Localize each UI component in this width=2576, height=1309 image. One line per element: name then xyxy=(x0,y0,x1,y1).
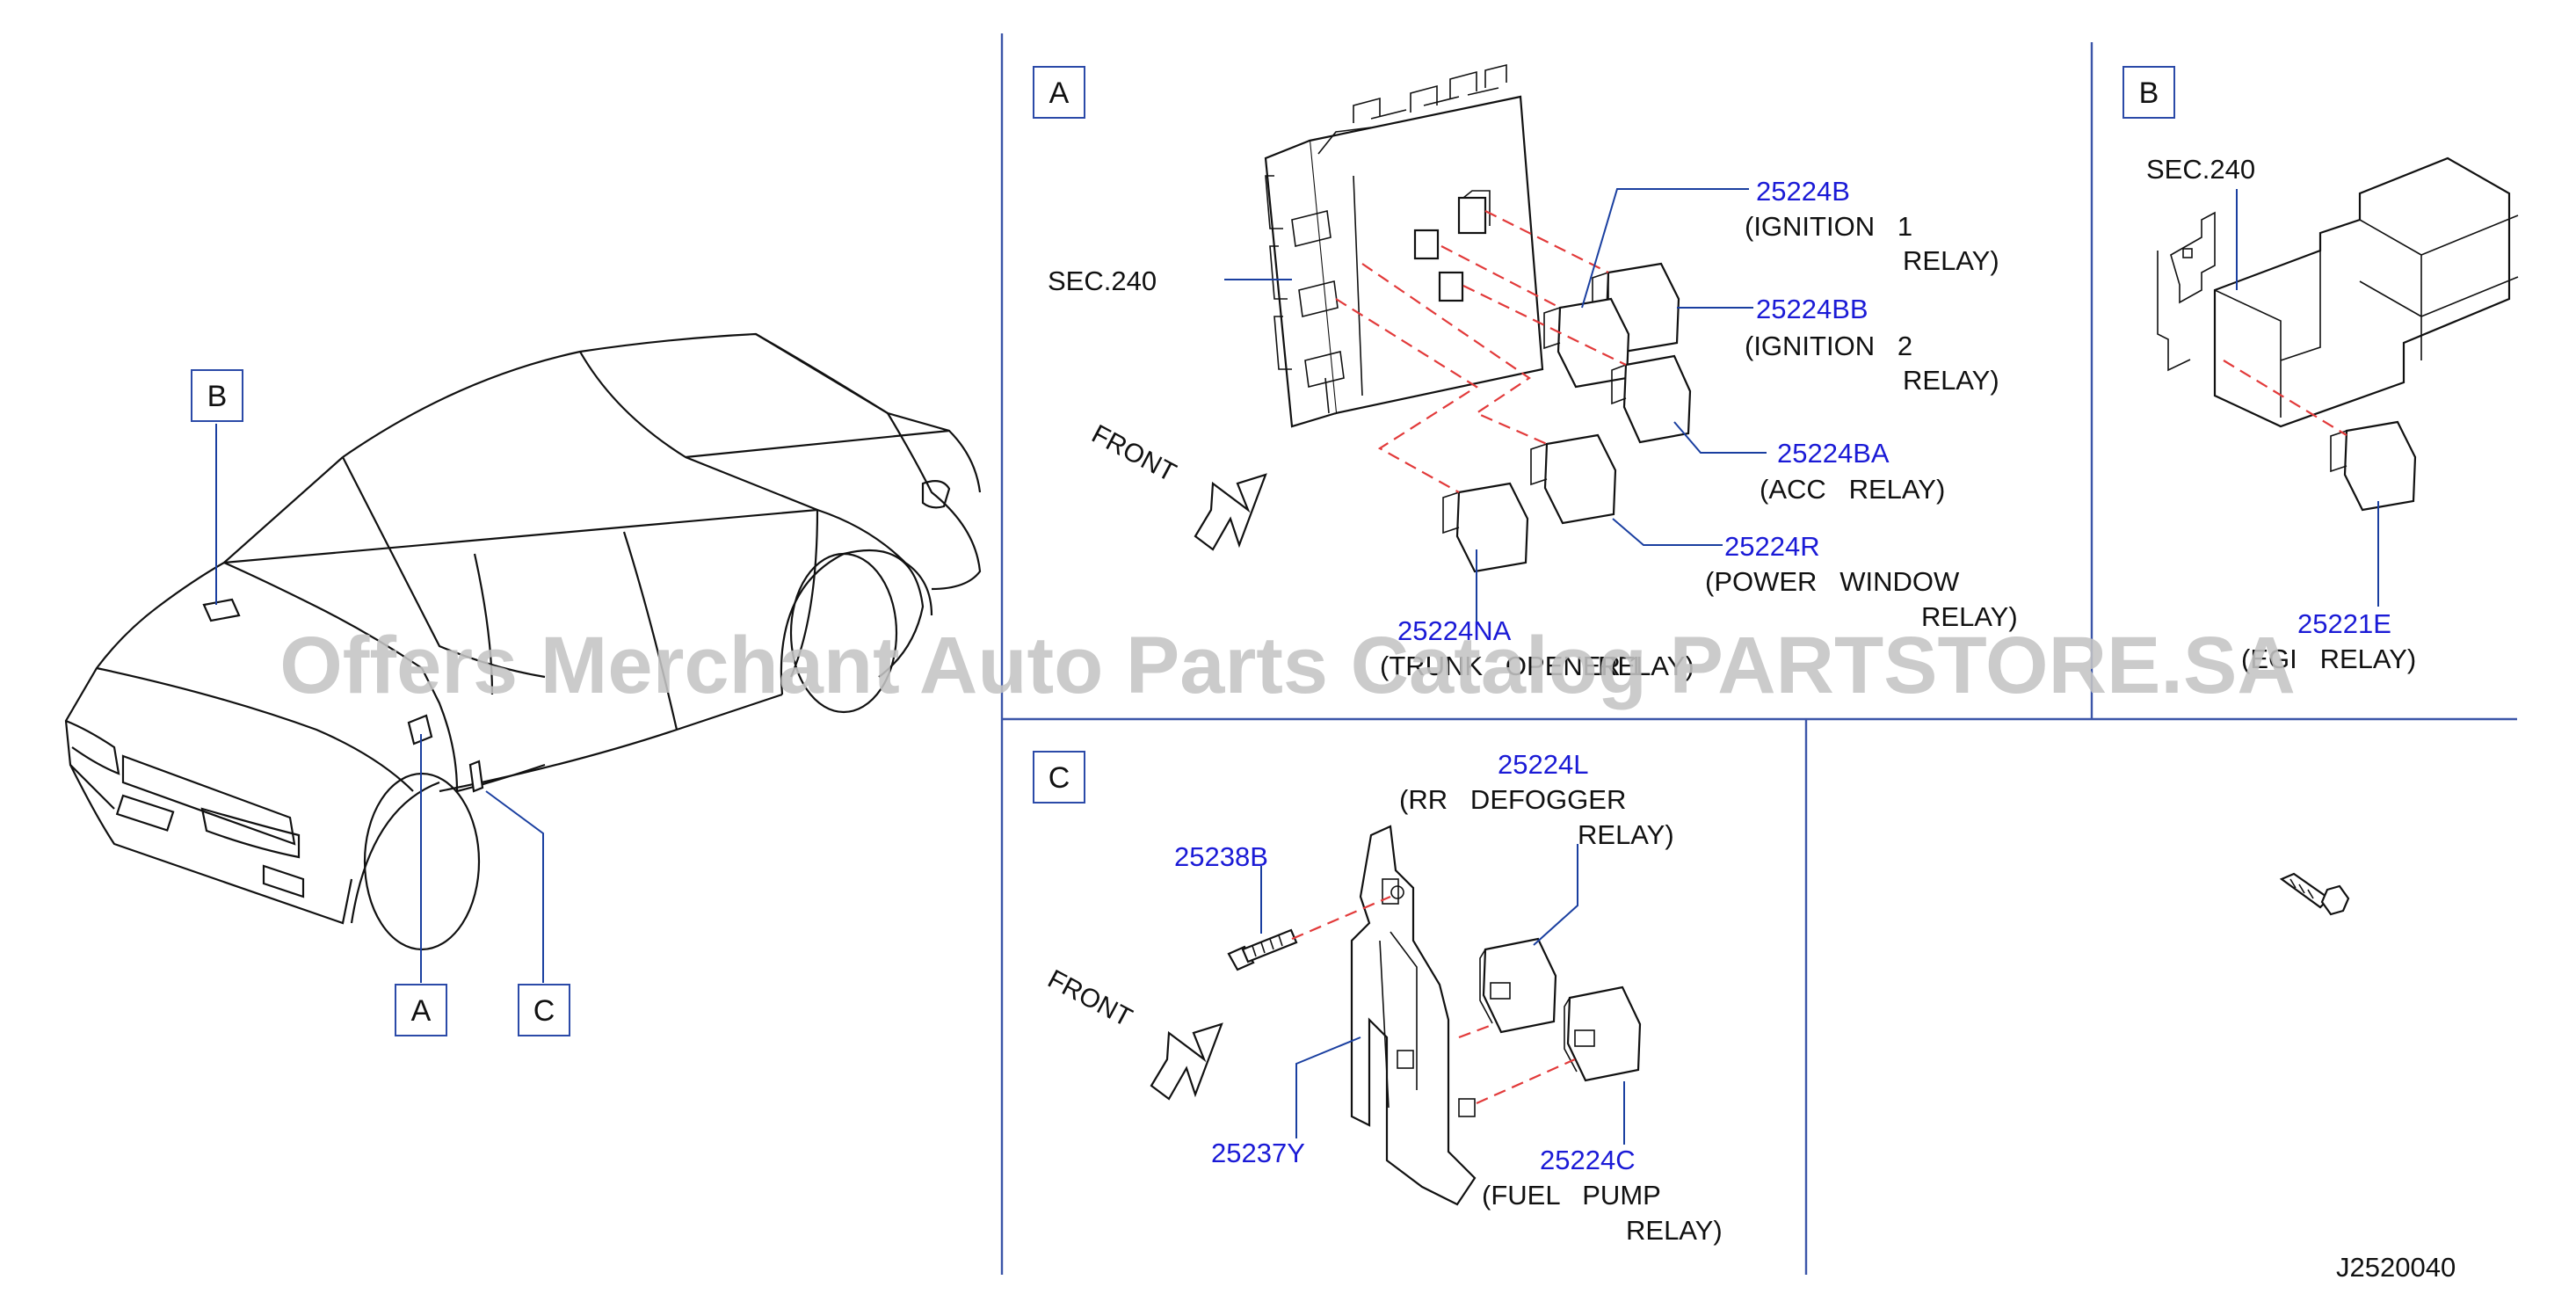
svg-text:A: A xyxy=(411,994,432,1028)
svg-text:25224L: 25224L xyxy=(1498,749,1588,780)
svg-text:25224NA: 25224NA xyxy=(1397,615,1512,646)
svg-text:(IGNITION 1: (IGNITION 1 xyxy=(1745,211,1912,242)
relay-box-b xyxy=(2157,156,2519,428)
car-callout-a: A xyxy=(395,984,447,1036)
svg-text:25224B: 25224B xyxy=(1756,176,1850,207)
svg-text:B: B xyxy=(2139,76,2159,110)
svg-text:25221E: 25221E xyxy=(2297,608,2391,639)
section-b-install-line xyxy=(2223,360,2347,436)
bolt-25238b xyxy=(1227,928,1298,971)
svg-text:RELAY): RELAY) xyxy=(1903,365,1999,396)
fuse-block-sec240 xyxy=(1264,63,1544,428)
svg-text:25238B: 25238B xyxy=(1174,841,1268,872)
svg-text:FRONT: FRONT xyxy=(1087,419,1181,488)
svg-text:B: B xyxy=(207,380,228,413)
part-label-25224r: 25224R (POWER WINDOW RELAY) xyxy=(1705,531,2018,632)
svg-text:(RR DEFOGGER: (RR DEFOGGER xyxy=(1399,784,1626,815)
screw-icon xyxy=(2279,872,2350,916)
relay-25224ba xyxy=(1611,354,1692,444)
vehicle-outline xyxy=(64,332,982,951)
svg-text:C: C xyxy=(1049,761,1070,795)
svg-text:(ACC RELAY): (ACC RELAY) xyxy=(1760,474,1945,505)
relay-25224bb xyxy=(1543,297,1630,389)
svg-text:(POWER WINDOW: (POWER WINDOW xyxy=(1705,566,1960,597)
section-b-sec-ref: SEC.240 xyxy=(2146,154,2255,185)
part-label-25224l: 25224L (RR DEFOGGER RELAY) xyxy=(1399,749,1674,850)
relay-25221e xyxy=(2330,420,2417,512)
part-label-25224na: 25224NA (TRUNK OPENER 1 RELAY) xyxy=(1380,615,1694,681)
part-label-25221e: 25221E (EGI RELAY) xyxy=(2241,608,2416,674)
section-c-install-lines xyxy=(1291,895,1576,1105)
relay-25224r xyxy=(1530,433,1617,525)
bracket-25237y xyxy=(1350,825,1477,1206)
svg-text:25237Y: 25237Y xyxy=(1211,1138,1305,1168)
svg-text:RELAY): RELAY) xyxy=(1921,601,2018,632)
section-c-leaders xyxy=(1260,844,1625,1145)
section-a-label: A xyxy=(1033,66,1085,119)
svg-text:25224C: 25224C xyxy=(1540,1145,1636,1175)
svg-text:RELAY): RELAY) xyxy=(1626,1215,1723,1246)
part-label-25224bb: 25224BB (IGNITION 2 RELAY) xyxy=(1745,294,1999,396)
svg-text:(TRUNK OPENER 1: (TRUNK OPENER 1 xyxy=(1380,651,1644,681)
svg-text:A: A xyxy=(1049,76,1070,110)
section-b-leaders xyxy=(2236,189,2379,607)
svg-text:FRONT: FRONT xyxy=(1043,964,1137,1033)
relay-25224l xyxy=(1479,937,1557,1034)
diagram-id: J2520040 xyxy=(2336,1252,2456,1283)
svg-text:25224R: 25224R xyxy=(1724,531,1820,562)
section-dividers xyxy=(1000,33,2517,1275)
svg-text:25224BB: 25224BB xyxy=(1756,294,1869,324)
svg-text:SEC.240: SEC.240 xyxy=(1048,265,1157,296)
svg-text:SEC.240: SEC.240 xyxy=(2146,154,2255,185)
part-label-25237y: 25237Y xyxy=(1211,1138,1305,1168)
section-a-sec-ref: SEC.240 xyxy=(1048,265,1157,296)
section-b-label: B xyxy=(2122,66,2175,119)
part-label-25224b: 25224B (IGNITION 1 RELAY) xyxy=(1745,176,1999,276)
relay-25224c xyxy=(1564,985,1642,1082)
section-a-install-lines xyxy=(1335,210,1627,493)
section-a-leaders xyxy=(1224,188,1767,633)
svg-text:RELAY): RELAY) xyxy=(1903,245,1999,276)
car-callout-c: C xyxy=(518,984,570,1036)
watermark: Offers Merchant Auto Parts Catalog PARTS… xyxy=(279,621,2296,710)
svg-text:25224BA: 25224BA xyxy=(1777,438,1890,469)
relay-25224na xyxy=(1442,482,1529,573)
svg-text:(IGNITION 2: (IGNITION 2 xyxy=(1745,331,1912,361)
svg-text:C: C xyxy=(533,994,555,1028)
part-label-25238b: 25238B xyxy=(1174,841,1268,872)
svg-text:(EGI RELAY): (EGI RELAY) xyxy=(2241,644,2416,674)
svg-text:RELAY): RELAY) xyxy=(1578,819,1674,850)
front-arrow-c: FRONT xyxy=(1043,964,1223,1101)
car-callout-b: B xyxy=(191,369,243,422)
svg-text:(FUEL PUMP: (FUEL PUMP xyxy=(1482,1180,1661,1211)
section-c-label: C xyxy=(1033,751,1085,804)
part-label-25224ba: 25224BA (ACC RELAY) xyxy=(1760,438,1945,505)
svg-text:RELAY): RELAY) xyxy=(1598,651,1694,681)
part-label-25224c: 25224C (FUEL PUMP RELAY) xyxy=(1482,1145,1723,1246)
front-arrow-a: FRONT xyxy=(1087,419,1267,551)
car-callout-leaders xyxy=(215,424,544,983)
